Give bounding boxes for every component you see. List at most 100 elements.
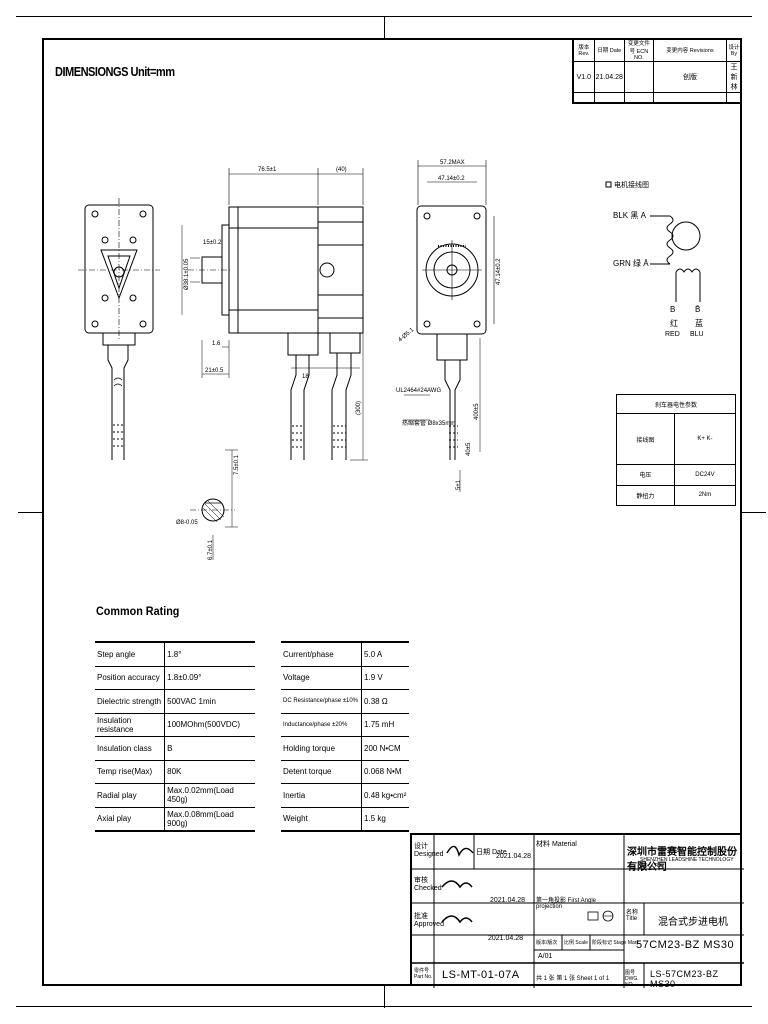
tb-dwg-no: LS-57CM23-BZ MS30 — [650, 969, 719, 989]
wiring-label-bbar: B̄ — [695, 305, 701, 314]
wiring-label-blk: BLK 黑 A — [613, 211, 646, 220]
brake-table-title: 刹车器电性参数 — [616, 394, 736, 414]
rating-left-param: Position accuracy — [95, 665, 166, 690]
right-center-tick — [742, 512, 766, 513]
wiring-label-red: RED — [665, 331, 680, 338]
rating-left-value: 1.8±0.09° — [164, 665, 255, 690]
rating-left-param: Axial play — [95, 806, 166, 832]
tb-company-cn: 深圳市雷赛智能控制股份有限公司 — [627, 847, 737, 873]
outer-border-top — [16, 16, 752, 17]
rating-left-value: B — [164, 736, 255, 761]
shaft-detail — [190, 449, 238, 560]
rating-left-value: 100MOhm(500VDC) — [164, 712, 255, 737]
tb-version-label: 版本/版次 — [536, 940, 558, 946]
title-block: 设计 Designed 日期 Date 2021.04.28 材料 Materi… — [410, 833, 744, 989]
tb-checked-label: 审核 Checked — [414, 877, 442, 892]
brake-wiring-pins: K+ K- — [673, 413, 737, 465]
dim-flange: 15±0.2 — [203, 240, 222, 246]
rating-left-value: 500VAC 1min — [164, 689, 255, 714]
rating-right-param: Voltage — [281, 665, 363, 690]
tb-dwg-no-label: 图号 DWG. NO. — [625, 970, 639, 988]
tb-model: 57CM23-BZ MS30 — [636, 939, 735, 951]
rating-left-value: 80K — [164, 759, 255, 784]
rating-right-param: Holding torque — [281, 736, 363, 761]
tb-designed-date: 2021.04.28 — [496, 853, 532, 860]
common-rating-title: Common Rating — [96, 604, 180, 618]
tb-part-no: LS-MT-01-07A — [442, 969, 520, 981]
rating-left-param: Temp rise(Max) — [95, 759, 166, 784]
bottom-center-tick — [384, 986, 385, 1008]
wiring-label-red-cn: 红 — [670, 319, 678, 328]
rating-right-param: Inertia — [281, 783, 363, 808]
rating-left-value: Max.0.02mm(Load 450g) — [164, 783, 255, 808]
rev-value-ecn — [623, 61, 654, 93]
rating-left-param: Dielectric strength — [95, 689, 166, 714]
tb-title-value: 混合式步进电机 — [658, 917, 728, 928]
end-view-front — [404, 160, 495, 492]
top-center-tick — [384, 16, 385, 38]
brake-parameters-table: 刹车器电性参数 接线图 K+ K- 电压 DC24V 静扭力 2Nm — [616, 394, 737, 506]
wiring-label-blu: BLU — [690, 331, 704, 338]
tb-checked-date: 2021.04.28 — [490, 897, 526, 904]
cable-spec: UL2464#24AWG — [396, 388, 441, 394]
rating-right-value: 5.0 A — [361, 641, 409, 667]
side-view — [181, 168, 368, 461]
dim-hole: 4-Ø5.1 — [397, 327, 415, 344]
tb-date-label: 日期 Date — [476, 849, 507, 856]
wiring-title: 电机接线图 — [614, 182, 649, 189]
revision-table: 版本 Rev. 日期 Date 变更文件号 ECN NO. 变更内容 Revis… — [572, 38, 743, 104]
brake-torque-label: 静扭力 — [616, 484, 675, 506]
dim-cable-len2: 400±5 — [474, 403, 480, 420]
rating-right-param: Current/phase — [281, 641, 363, 667]
tb-company-en: SHENZHEN LEADSHINE TECHNOLOGY CO., LTD. — [640, 857, 734, 869]
tb-material-label: 材料 Material — [536, 841, 577, 848]
brake-voltage-value: DC24V — [673, 464, 737, 486]
rev-header-date: 日期 Date — [593, 38, 625, 62]
wiring-label-blu-cn: 蓝 — [695, 319, 703, 328]
left-center-tick — [18, 512, 42, 513]
drawing-frame — [42, 38, 742, 986]
dim-shaft-len: 21±0.5 — [205, 368, 224, 374]
rating-right-value: 0.48 kg•cm² — [361, 783, 409, 808]
rating-right-param: Inductance/phase ±20% — [281, 712, 363, 737]
rating-left-param: Insulation class — [95, 736, 166, 761]
rating-right-value: 200 N•CM — [361, 736, 409, 761]
brake-wiring-label: 接线图 — [616, 413, 675, 465]
dim-length: 76.5±1 — [258, 167, 277, 173]
rating-right-row: Inductance/phase ±20%1.75 mH — [281, 712, 409, 737]
tb-projection-label: 第一角投影 First Angle projection — [536, 898, 597, 910]
dim-shaft-dia: Ø8-0.05 — [176, 520, 198, 526]
rating-left-value: Max.0.08mm(Load 900g) — [164, 806, 255, 832]
dim-width: 57.2MAX — [440, 160, 465, 166]
rating-left-param: Step angle — [95, 641, 166, 667]
rating-right-value: 1.75 mH — [361, 712, 409, 737]
rev-header-revisions: 变更内容 Revisions — [652, 38, 727, 62]
outer-border-bottom — [16, 1006, 752, 1007]
dim-flange-thk: 1.6 — [212, 341, 221, 347]
rating-right-value: 0.068 N•M — [361, 759, 409, 784]
rating-right-row: DC Resistance/phase ±10%0.38 Ω — [281, 689, 409, 714]
rating-left-param: Radial play — [95, 783, 166, 808]
brake-torque-value: 2Nm — [673, 484, 737, 506]
tb-approved-date: 2021.04.28 — [488, 935, 524, 942]
rating-right-param: DC Resistance/phase ±10% — [281, 689, 363, 714]
rating-left-row: Temp rise(Max)80K — [95, 759, 255, 784]
rating-right-param: Weight — [281, 806, 363, 832]
tb-approved-label: 批准 Approved — [414, 913, 444, 928]
dim-flat-h: 6.7±0.1 — [208, 539, 214, 560]
rev-header-ecn: 变更文件号 ECN NO. — [623, 38, 654, 62]
brake-voltage-label: 电压 — [616, 464, 675, 486]
tube-label: 热缩套管 Ø8x35mm — [402, 419, 455, 427]
dim-tip: 5±1 — [456, 479, 462, 490]
tb-designed-label: 设计 Designed — [414, 843, 444, 858]
